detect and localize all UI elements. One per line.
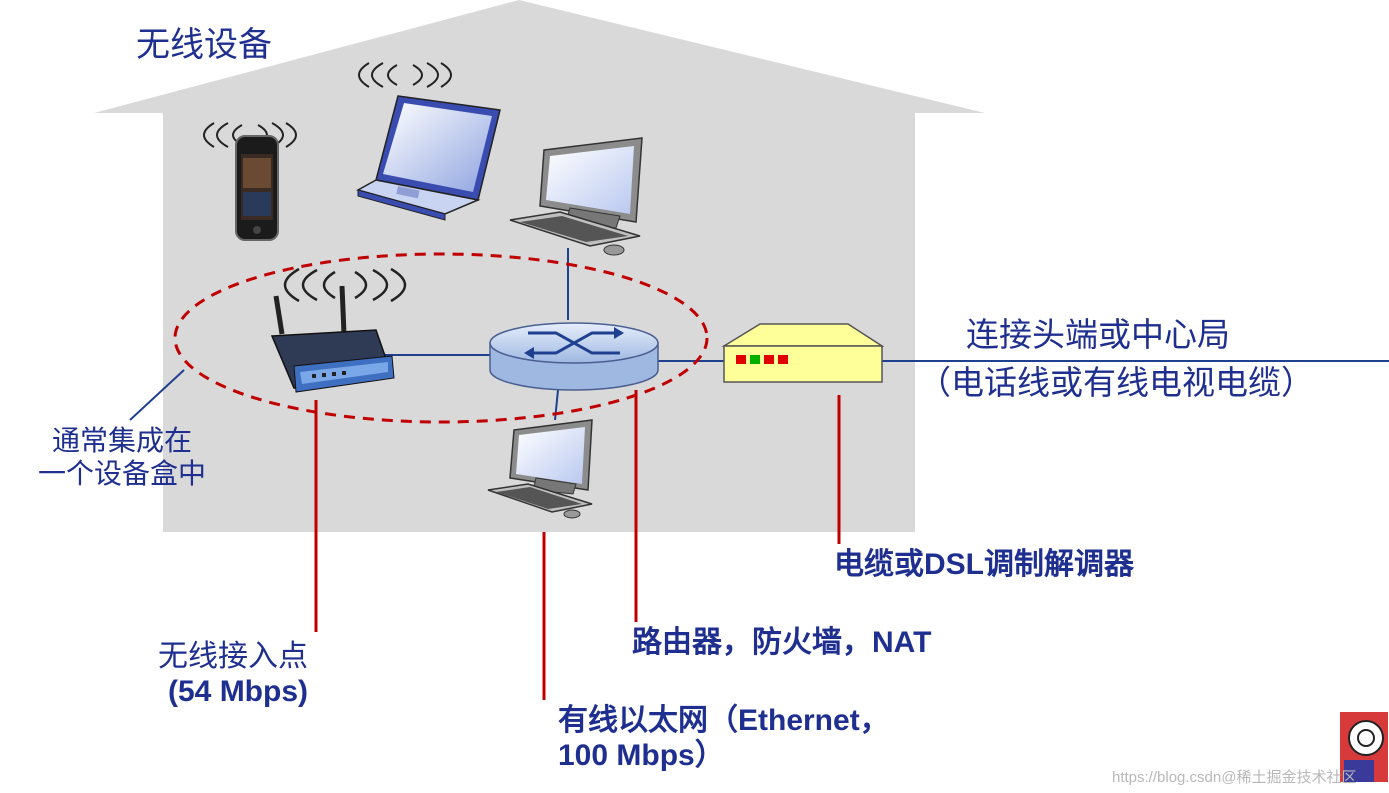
router-label-text: 路由器，防火墙，NAT — [632, 626, 932, 659]
ethernet-label: 有线以太网（Ethernet， 100 Mbps） — [558, 704, 890, 773]
headend-label: 连接头端或中心局 — [966, 315, 1230, 354]
router-icon — [489, 322, 659, 391]
callout-lines — [314, 390, 841, 700]
integrated-callout-line — [129, 369, 185, 421]
integrated-label-line2: 一个设备盒中 — [38, 457, 207, 491]
integrated-label-line1: 通常集成在 — [52, 424, 193, 457]
house-title: 无线设备 — [136, 25, 272, 65]
modem-label-text: 电缆或DSL调制解调器 — [834, 548, 1134, 581]
router-label: 路由器，防火墙，NAT — [632, 626, 931, 661]
integrated-label: 通常集成在 一个设备盒中 — [38, 424, 206, 490]
wireless-router-icon — [270, 285, 395, 393]
smartphone-icon — [235, 135, 279, 241]
watermark-text: https://blog.csdn@稀土掘金技术社区 — [1112, 769, 1357, 786]
wireless-signal-icon — [358, 62, 452, 88]
community-logo — [1340, 712, 1388, 782]
headend-sublabel: （电话线或有线电视电缆） — [918, 363, 1314, 402]
house-shape — [94, 0, 985, 532]
desktop-computer-icon — [509, 137, 643, 256]
laptop-icon — [356, 95, 501, 221]
ethernet-label-line2: 100 Mbps） — [558, 738, 725, 772]
integrated-box-ellipse — [173, 252, 709, 424]
cable-modem-icon — [721, 323, 885, 383]
access-point-label-line2: (54 Mbps) — [168, 674, 309, 708]
ethernet-label-line1: 有线以太网（Ethernet， — [558, 704, 890, 737]
wireless-signal-icon — [283, 267, 407, 303]
modem-label: 电缆或DSL调制解调器 — [834, 548, 1134, 583]
access-point-label: 无线接入点 (54 Mbps) — [158, 639, 309, 709]
access-point-label-line1: 无线接入点 — [158, 639, 308, 674]
desktop-computer-icon — [487, 419, 593, 519]
